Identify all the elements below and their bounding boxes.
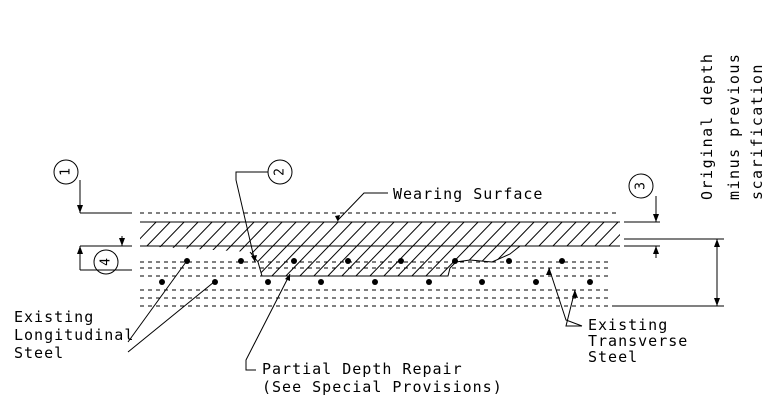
vertical-note-3: scarification xyxy=(748,63,766,200)
arrow-3-up xyxy=(653,246,659,254)
callout-numbers: 1 2 3 4 xyxy=(59,168,649,266)
callout-1-circle xyxy=(53,159,79,185)
leader-arrows xyxy=(251,215,578,298)
arrow-partial xyxy=(285,274,290,281)
hatch-line xyxy=(617,222,620,276)
callout-circles xyxy=(53,159,654,275)
hatch-line xyxy=(435,222,497,276)
hatch-line xyxy=(337,222,399,276)
longitudinal-steel-dot xyxy=(426,279,432,285)
hatch-line xyxy=(140,222,161,276)
leader-long-steel-b xyxy=(127,281,215,353)
hatch-line xyxy=(309,222,371,276)
hatch-line xyxy=(365,222,427,276)
hatch-line xyxy=(674,218,734,280)
arrow-depth-up xyxy=(714,239,720,247)
transverse-steel-dot xyxy=(506,258,512,264)
hatch-line xyxy=(140,222,175,276)
vertical-note-1: Original depth xyxy=(698,53,716,200)
rebar-dots xyxy=(159,258,593,285)
dimension-lines xyxy=(79,180,724,307)
vertical-note-2: minus previous xyxy=(725,53,743,200)
longitudinal-steel-dot xyxy=(318,279,324,285)
slab-layers xyxy=(140,212,620,307)
hatch-line xyxy=(140,222,189,276)
hatch-line xyxy=(660,218,720,280)
leader-trans-steel-a xyxy=(548,267,583,327)
arrow-4-up xyxy=(77,246,83,254)
hatch-line xyxy=(393,222,455,276)
arrow-1-down xyxy=(77,205,83,213)
trans-steel-line3: Steel xyxy=(588,348,638,366)
hatch-line xyxy=(421,222,483,276)
callout-4: 4 xyxy=(99,258,114,266)
long-steel-line1: Existing xyxy=(14,308,94,326)
trans-steel-line2: Transverse xyxy=(588,332,688,350)
hatch-line xyxy=(323,222,385,276)
leader-2 xyxy=(235,171,268,263)
longitudinal-steel-dot xyxy=(587,279,593,285)
callout-3-circle xyxy=(628,173,654,199)
leader-lines xyxy=(127,171,583,371)
arrow-trans-b xyxy=(572,290,578,298)
leader-long-steel-a xyxy=(127,261,187,343)
transverse-steel-dot xyxy=(345,258,351,264)
callout-2: 2 xyxy=(273,168,288,176)
longitudinal-steel-dot xyxy=(159,279,165,285)
hatch-line xyxy=(281,222,343,276)
hatch-line xyxy=(351,222,413,276)
longitudinal-steel-dot xyxy=(265,279,271,285)
wearing-surface-label: Wearing Surface xyxy=(393,185,543,203)
arrow-leader-2 xyxy=(251,255,257,262)
arrow-3-down xyxy=(653,214,659,222)
longitudinal-steel-dot xyxy=(533,279,539,285)
longitudinal-steel-dot xyxy=(212,279,218,285)
arrow-4-down xyxy=(119,238,125,246)
arrow-depth-down xyxy=(714,298,720,306)
repair-hatch xyxy=(140,218,734,280)
callout-4-circle xyxy=(93,249,119,275)
long-steel-line3: Steel xyxy=(14,344,64,362)
hatch-line xyxy=(267,222,329,276)
partial-repair-line2: (See Special Provisions) xyxy=(262,378,503,396)
trans-steel-line1: Existing xyxy=(588,316,668,334)
longitudinal-steel-dot xyxy=(372,279,378,285)
hatch-line xyxy=(632,218,692,280)
transverse-steel-dot xyxy=(559,258,565,264)
transverse-steel-dot xyxy=(452,258,458,264)
transverse-steel-dot xyxy=(238,258,244,264)
callout-3: 3 xyxy=(634,182,649,190)
arrow-trans-a xyxy=(546,268,552,275)
partial-repair-line1: Partial Depth Repair xyxy=(262,360,463,378)
longitudinal-steel-dot xyxy=(479,279,485,285)
hatch-line xyxy=(379,222,441,276)
hatch-line xyxy=(253,222,315,276)
callout-1: 1 xyxy=(59,168,74,176)
long-steel-line2: Longitudinal xyxy=(14,326,134,344)
dimension-arrows xyxy=(77,205,720,306)
leader-trans-steel-b xyxy=(565,289,582,327)
transverse-steel-dot xyxy=(398,258,404,264)
hatch-line xyxy=(407,222,469,276)
leader-wearing-surface xyxy=(337,192,388,221)
transverse-steel-dot xyxy=(291,258,297,264)
hatch-line xyxy=(295,222,357,276)
arrow-wearing xyxy=(335,215,340,222)
leader-partial-repair xyxy=(245,273,291,371)
